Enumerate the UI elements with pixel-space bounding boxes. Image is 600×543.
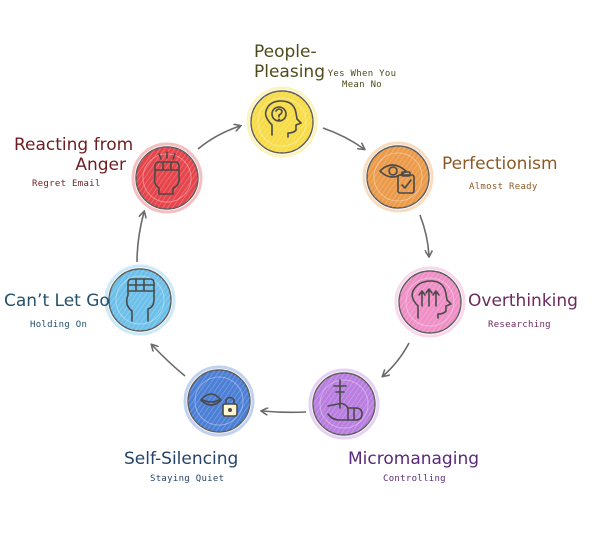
arrow-overthinking-to-micromanaging bbox=[383, 342, 410, 376]
fist-grip-icon bbox=[125, 278, 155, 322]
arrow-micromanaging-to-silencing bbox=[262, 411, 307, 412]
arrow-cantletgo-to-anger bbox=[136, 212, 144, 263]
cant-let-go-title: Can’t Let Go bbox=[4, 291, 110, 311]
people-pleasing-subtitle: Yes When You Mean No bbox=[327, 69, 397, 90]
arrow-pleasing-to-perfectionism bbox=[322, 127, 364, 149]
reacting-from-anger-subtitle: Regret Email bbox=[32, 179, 101, 189]
people-pleasing-circle bbox=[246, 86, 318, 158]
hand-strings-icon bbox=[327, 379, 363, 421]
fist-burst-icon bbox=[153, 151, 180, 195]
eye-clipboard-icon bbox=[379, 164, 415, 194]
perfectionism-subtitle: Almost Ready bbox=[469, 182, 538, 192]
perfectionism-title: Perfectionism bbox=[442, 154, 558, 174]
cant-let-go-subtitle: Holding On bbox=[30, 320, 88, 330]
overthinking-subtitle: Researching bbox=[488, 320, 551, 330]
overthinking-title: Overthinking bbox=[468, 291, 578, 311]
arrow-silencing-to-cantletgo bbox=[152, 345, 186, 377]
reacting-from-anger-title: Reacting from Anger bbox=[14, 135, 134, 175]
cant-let-go-circle bbox=[104, 264, 176, 336]
people-pleasing-title: People- Pleasing bbox=[254, 42, 325, 82]
cycle-arrows bbox=[136, 126, 429, 412]
arrow-perfectionism-to-overthinking bbox=[419, 214, 429, 256]
reacting-from-anger-circle bbox=[131, 142, 203, 214]
arrow-anger-to-pleasing bbox=[197, 126, 240, 150]
head-arrows-icon bbox=[411, 280, 452, 319]
overthinking-circle bbox=[394, 266, 466, 338]
head-question-icon bbox=[264, 100, 302, 138]
micromanaging-subtitle: Controlling bbox=[383, 474, 446, 484]
mouth-lock-icon bbox=[200, 393, 238, 417]
self-silencing-title: Self-Silencing bbox=[124, 449, 239, 469]
self-silencing-subtitle: Staying Quiet bbox=[150, 474, 225, 484]
micromanaging-title: Micromanaging bbox=[348, 449, 480, 469]
